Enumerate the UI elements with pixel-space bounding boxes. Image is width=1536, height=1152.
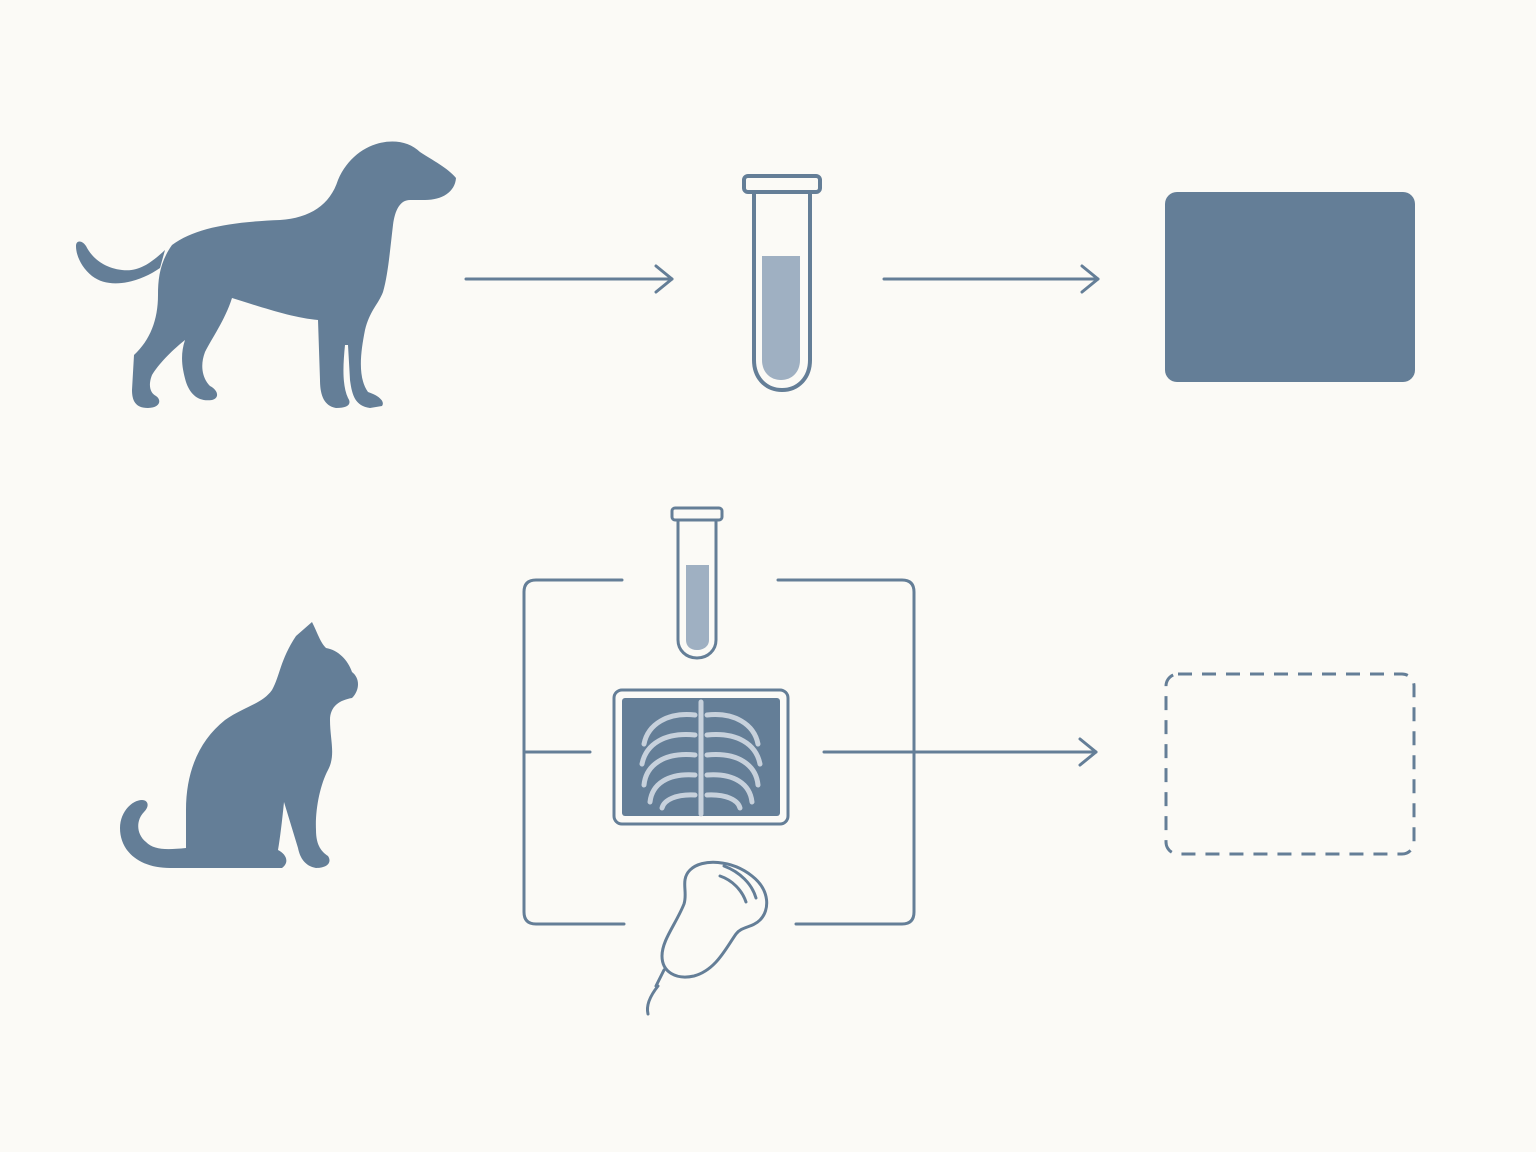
chest-xray-icon bbox=[612, 688, 790, 826]
test-tube-icon bbox=[742, 174, 822, 393]
arrow-tube-to-result bbox=[882, 264, 1100, 294]
arrow-dog-to-tube bbox=[464, 264, 674, 294]
dashed-empty-result-box bbox=[1164, 672, 1416, 856]
cat-icon bbox=[120, 622, 358, 868]
filled-result-box bbox=[1165, 192, 1415, 382]
test-tube-icon bbox=[670, 506, 724, 660]
ultrasound-probe-icon bbox=[646, 860, 769, 1016]
arrow-panel-to-result bbox=[822, 737, 1098, 767]
dog-icon bbox=[76, 141, 456, 408]
